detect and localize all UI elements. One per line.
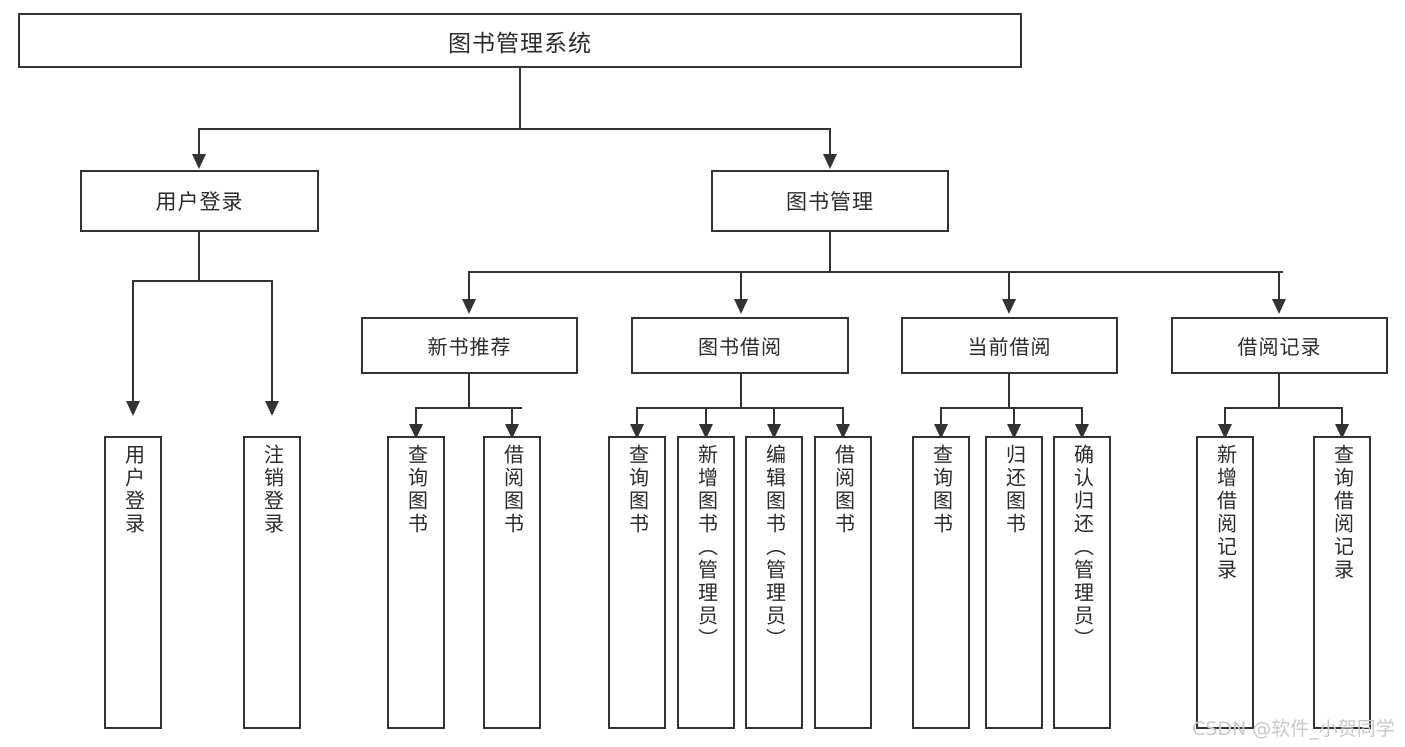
- connector-user-login-leaf2: [271, 280, 273, 403]
- arrowhead-leaf-user-login: [126, 401, 140, 416]
- node-root-book-management-system[interactable]: 图书管理系统: [18, 13, 1022, 68]
- arrowhead-nb-leaf2: [505, 424, 519, 439]
- node-label: 编辑图书（管理员）: [762, 444, 787, 651]
- connector-new-book-leaf2: [511, 407, 513, 427]
- leaf-cb-query-book[interactable]: 查询图书: [912, 436, 970, 729]
- node-current-borrow[interactable]: 当前借阅: [901, 317, 1118, 374]
- arrowhead-current-borrow: [1002, 299, 1016, 314]
- arrowhead-user-login: [192, 154, 206, 169]
- connector-to-borrow-records: [1278, 271, 1280, 301]
- leaf-cb-confirm-return-admin[interactable]: 确认归还（管理员）: [1053, 436, 1111, 729]
- arrowhead-bb-leaf4: [836, 424, 850, 439]
- connector-to-book-manage: [829, 128, 831, 156]
- connector-br-leaf2: [1341, 407, 1343, 427]
- leaf-cb-return-book[interactable]: 归还图书: [985, 436, 1043, 729]
- connector-current-borrow-stem: [1008, 374, 1010, 408]
- connector-to-book-borrow: [740, 271, 742, 301]
- arrowhead-book-borrow: [734, 299, 748, 314]
- connector-bb-leaf4: [842, 407, 844, 427]
- connector-cb-leaf2: [1013, 407, 1015, 427]
- node-label: 新增借阅记录: [1213, 444, 1238, 582]
- leaf-br-query-record[interactable]: 查询借阅记录: [1313, 436, 1371, 729]
- node-label: 归还图书: [1002, 444, 1027, 536]
- node-label: 查询图书: [929, 444, 954, 536]
- connector-borrow-records-bus: [1224, 407, 1343, 409]
- arrowhead-cb-leaf3: [1075, 424, 1089, 439]
- leaf-bb-edit-book-admin[interactable]: 编辑图书（管理员）: [745, 436, 803, 729]
- connector-book-borrow-bus: [636, 407, 843, 409]
- connector-user-login-leaf1: [132, 280, 134, 403]
- arrowhead-new-book-recommend: [462, 299, 476, 314]
- leaf-nb-query-book[interactable]: 查询图书: [387, 436, 445, 729]
- connector-cb-leaf1: [940, 407, 942, 427]
- csdn-watermark: CSDN @软件_小贺同学: [1192, 718, 1395, 740]
- arrowhead-cb-leaf2: [1007, 424, 1021, 439]
- leaf-user-login[interactable]: 用户登录: [104, 436, 162, 729]
- node-label: 用户登录: [121, 444, 146, 536]
- connector-cb-leaf3: [1081, 407, 1083, 427]
- connector-to-user-login: [198, 128, 200, 156]
- node-book-management[interactable]: 图书管理: [711, 170, 949, 232]
- connector-bb-leaf1: [636, 407, 638, 427]
- node-book-borrow[interactable]: 图书借阅: [631, 317, 849, 374]
- node-label: 借阅图书: [831, 444, 856, 536]
- node-label: 查询图书: [625, 444, 650, 536]
- connector-to-new-book: [468, 271, 470, 301]
- node-label: 图书借阅: [698, 335, 782, 359]
- connector-current-borrow-bus: [940, 407, 1082, 409]
- connector-bb-leaf2: [705, 407, 707, 427]
- connector-bb-leaf3: [773, 407, 775, 427]
- arrowhead-cb-leaf1: [934, 424, 948, 439]
- node-label: 确认归还（管理员）: [1070, 444, 1095, 651]
- node-label: 图书管理: [786, 190, 874, 214]
- arrowhead-bb-leaf3: [767, 424, 781, 439]
- connector-root-bus: [198, 128, 831, 130]
- node-label: 注销登录: [260, 444, 285, 536]
- node-label: 借阅记录: [1237, 335, 1322, 359]
- node-label: 用户登录: [155, 190, 244, 214]
- node-label: 当前借阅: [967, 335, 1052, 359]
- arrowhead-br-leaf1: [1218, 424, 1232, 439]
- arrowhead-bb-leaf1: [630, 424, 644, 439]
- node-label: 新书推荐: [427, 335, 512, 359]
- node-label: 图书管理系统: [448, 30, 592, 57]
- leaf-bb-add-book-admin[interactable]: 新增图书（管理员）: [677, 436, 735, 729]
- connector-to-current-borrow: [1008, 271, 1010, 301]
- connector-br-leaf1: [1224, 407, 1226, 427]
- leaf-br-add-record[interactable]: 新增借阅记录: [1196, 436, 1254, 729]
- connector-borrow-records-stem: [1278, 374, 1280, 408]
- connector-root-stem: [519, 67, 521, 129]
- connector-book-borrow-stem: [740, 374, 742, 408]
- connector-new-book-stem: [468, 374, 470, 408]
- leaf-bb-borrow-book[interactable]: 借阅图书: [814, 436, 872, 729]
- leaf-logout[interactable]: 注销登录: [243, 436, 301, 729]
- arrowhead-borrow-records: [1272, 299, 1286, 314]
- arrowhead-nb-leaf1: [409, 424, 423, 439]
- connector-user-login-bus: [132, 280, 271, 282]
- connector-new-book-bus: [415, 407, 522, 409]
- connector-new-book-leaf1: [415, 407, 417, 427]
- node-new-book-recommend[interactable]: 新书推荐: [361, 317, 578, 374]
- connector-user-login-stem: [198, 232, 200, 281]
- connector-book-manage-bus: [468, 271, 1283, 273]
- arrowhead-bb-leaf2: [699, 424, 713, 439]
- leaf-nb-borrow-book[interactable]: 借阅图书: [483, 436, 541, 729]
- node-label: 新增图书（管理员）: [694, 444, 719, 651]
- node-label: 查询图书: [404, 444, 429, 536]
- arrowhead-br-leaf2: [1335, 424, 1349, 439]
- node-label: 借阅图书: [500, 444, 525, 536]
- node-label: 查询借阅记录: [1330, 444, 1355, 582]
- node-user-login[interactable]: 用户登录: [80, 170, 319, 232]
- node-borrow-records[interactable]: 借阅记录: [1171, 317, 1388, 374]
- connector-book-manage-stem: [829, 232, 831, 272]
- arrowhead-leaf-logout: [265, 401, 279, 416]
- arrowhead-book-manage: [823, 154, 837, 169]
- leaf-bb-query-book[interactable]: 查询图书: [608, 436, 666, 729]
